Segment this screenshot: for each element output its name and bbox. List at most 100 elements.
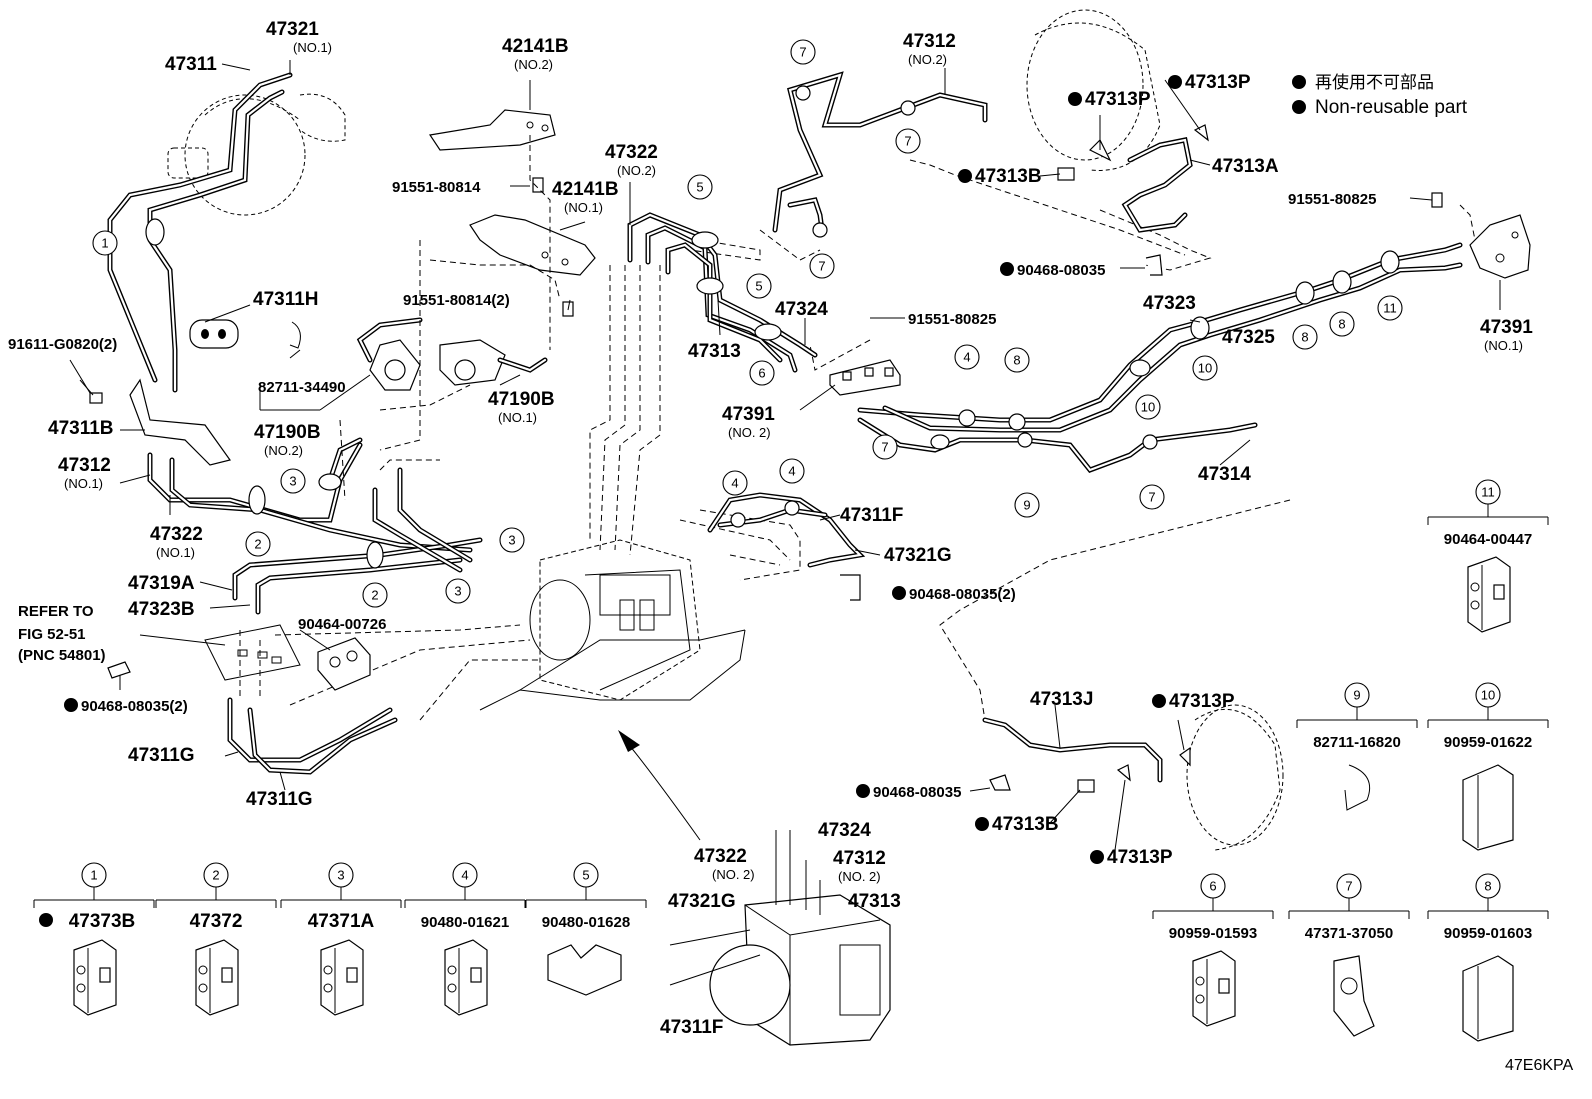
- legend-en: Non-reusable part: [1315, 97, 1468, 118]
- part-number: 47313P: [1185, 72, 1251, 93]
- part-label: 47325: [1222, 327, 1275, 348]
- non-reusable-mark: [975, 817, 989, 831]
- non-reusable-mark: [39, 913, 53, 927]
- part-label: 47190B(NO.1): [488, 389, 555, 425]
- reference-note: REFER TO FIG 52-51 (PNC 54801): [18, 603, 106, 664]
- callout-4: 4: [954, 344, 980, 370]
- manifold-47391-no1: [1469, 214, 1531, 279]
- svg-text:2: 2: [212, 868, 219, 883]
- part-label: 42141B(NO.2): [502, 36, 569, 72]
- part-number: 47321G: [884, 545, 952, 566]
- non-reusable-mark: [892, 586, 906, 600]
- svg-text:8: 8: [1338, 317, 1345, 332]
- part-variant: (NO.2): [264, 443, 303, 458]
- part-number: 47311F: [840, 505, 903, 526]
- part-number: 47321: [266, 19, 319, 40]
- part-label: 47311F: [660, 1017, 723, 1038]
- legend-dot: [1292, 100, 1306, 114]
- svg-text:1: 1: [90, 868, 97, 883]
- part-number: 47322: [150, 524, 203, 545]
- clamp-part-number: 90480-01628: [542, 914, 630, 931]
- clamp-part-number: 90959-01622: [1444, 734, 1532, 751]
- non-reusable-mark: [856, 784, 870, 798]
- part-variant: (NO.2): [617, 163, 656, 178]
- svg-text:2: 2: [254, 537, 261, 552]
- part-label: 47391(NO.1): [1480, 317, 1533, 353]
- part-variant: (NO. 2): [712, 867, 755, 882]
- abs-actuator: [479, 539, 746, 711]
- part-variant: (NO.1): [156, 545, 195, 560]
- callout-7: 7: [872, 434, 898, 460]
- part-label: 90468-08035(2): [892, 586, 1016, 603]
- clamp-part-number: 47371A: [308, 911, 375, 932]
- clamp-90464-00726: [317, 637, 371, 691]
- part-label: 42141B(NO.1): [552, 179, 619, 215]
- svg-text:4: 4: [461, 868, 468, 883]
- svg-text:7: 7: [799, 45, 806, 60]
- part-label: 47313P: [1168, 72, 1251, 93]
- part-number: 47311G: [246, 789, 313, 810]
- part-label: 47311G: [128, 745, 195, 766]
- svg-text:4: 4: [788, 464, 795, 479]
- callout-7: 7: [895, 128, 921, 154]
- clamp-part-number: 90959-01593: [1169, 925, 1257, 942]
- part-number: 47312: [833, 848, 886, 869]
- part-label: 47321(NO.1): [266, 19, 332, 55]
- part-number: 47325: [1222, 327, 1275, 348]
- part-label: 47321G: [668, 891, 736, 912]
- plate: [204, 624, 301, 681]
- svg-text:10: 10: [1198, 361, 1212, 376]
- callout-8: 8: [1329, 311, 1355, 337]
- part-label: 47313J: [1030, 689, 1093, 710]
- part-label: 47190B(NO.2): [254, 422, 321, 458]
- svg-text:7: 7: [904, 134, 911, 149]
- part-number: 47322: [605, 142, 658, 163]
- part-number: 47324: [775, 299, 828, 320]
- clamp-part-number: 47372: [190, 911, 243, 932]
- part-label: 47312(NO. 2): [833, 848, 886, 884]
- part-number: 47311G: [128, 745, 195, 766]
- callout-7: 7: [1139, 484, 1165, 510]
- part-number: 91551-80825: [908, 311, 996, 328]
- part-number: 47323: [1143, 293, 1196, 314]
- svg-text:3: 3: [337, 868, 344, 883]
- leader-lines: [69, 60, 1501, 851]
- part-number: 47391: [722, 404, 775, 425]
- part-label: 47314: [1198, 464, 1251, 485]
- part-label: 47322(NO.1): [150, 524, 203, 560]
- svg-text:11: 11: [1481, 485, 1495, 500]
- clip-90468-left: [107, 661, 131, 679]
- figure-code: 47E6KPA: [1505, 1057, 1574, 1074]
- abs-actuator-lower: [669, 830, 891, 1046]
- part-number: 90468-08035(2): [81, 698, 188, 715]
- callout-3: 3: [445, 578, 471, 604]
- manifold-47391-no2: [829, 359, 901, 396]
- callout-3: 3: [499, 527, 525, 553]
- part-variant: (NO.1): [1484, 338, 1523, 353]
- part-number: 90468-08035: [1017, 262, 1105, 279]
- part-label: 47321G: [884, 545, 952, 566]
- part-label: 47313: [688, 341, 741, 362]
- svg-text:10: 10: [1481, 688, 1495, 703]
- svg-text:10: 10: [1141, 400, 1155, 415]
- svg-text:1: 1: [101, 236, 108, 251]
- clamp-cell-3: 3 47371A: [280, 862, 402, 1016]
- part-label: 47319A: [128, 573, 195, 594]
- non-reusable-mark: [1152, 694, 1166, 708]
- legend: 再使用不可部品 Non-reusable part: [1292, 72, 1468, 118]
- part-label: 47324: [775, 299, 828, 320]
- part-label: 47313P: [1090, 847, 1173, 868]
- svg-text:5: 5: [755, 279, 762, 294]
- bracket-42141b: [428, 109, 596, 317]
- part-number: 82711-34490: [258, 379, 346, 396]
- part-label: 47313: [848, 891, 901, 912]
- part-variant: (NO. 2): [838, 869, 881, 884]
- part-number: 47313B: [992, 814, 1059, 835]
- callout-5: 5: [746, 273, 772, 299]
- part-number: 47314: [1198, 464, 1251, 485]
- non-reusable-mark: [64, 698, 78, 712]
- callout-8: 8: [1292, 324, 1318, 350]
- reference-line1: REFER TO: [18, 603, 94, 620]
